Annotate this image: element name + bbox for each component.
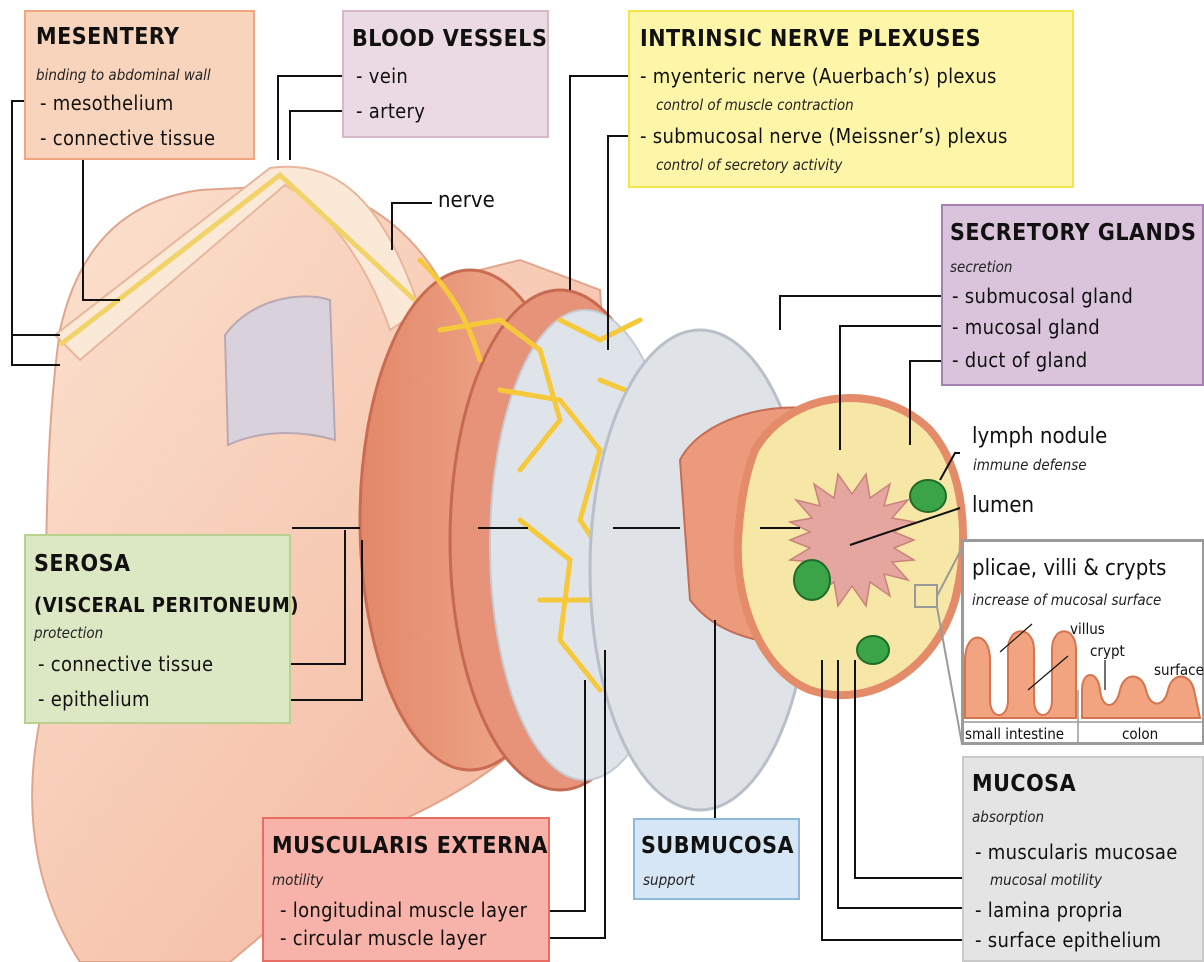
mucosa-item-lamina-propria: - lamina propria: [975, 898, 1123, 922]
submucosa-title: SUBMUCOSA: [641, 833, 794, 859]
muscularis-item-circular: - circular muscle layer: [280, 926, 487, 950]
secretory-glands-title: SECRETORY GLANDS: [950, 220, 1196, 246]
plicae-title: plicae, villi & crypts: [972, 556, 1166, 581]
serosa-title: SEROSA: [34, 551, 130, 577]
mucosa-item-muscularis-mucosae-note: mucosal motility: [990, 871, 1102, 889]
myenteric-plexus-label: - myenteric nerve (Auerbach’s) plexus: [640, 64, 997, 88]
mucosa-title: MUCOSA: [972, 771, 1076, 797]
villus-label: villus: [1070, 620, 1105, 638]
mucosa-item-surface-epithelium: - surface epithelium: [975, 928, 1161, 952]
muscularis-subtitle: motility: [272, 871, 323, 889]
mesentery-item-mesothelium: - mesothelium: [40, 91, 174, 115]
surface-label: surface: [1154, 661, 1204, 679]
submucosal-plexus-label: - submucosal nerve (Meissner’s) plexus: [640, 124, 1008, 148]
gland-item-duct: - duct of gland: [952, 348, 1088, 372]
serosa-subtitle: protection: [34, 624, 103, 642]
mucosa-item-muscularis-mucosae: - muscularis mucosae: [975, 840, 1178, 864]
serosa-title-2: (VISCERAL PERITONEUM): [34, 593, 299, 617]
lymph-nodule-label: lymph nodule: [972, 424, 1107, 449]
blood-vessels-item-artery: - artery: [356, 99, 425, 123]
nerve-label: nerve: [438, 188, 495, 213]
mesentery-subtitle: binding to abdominal wall: [36, 66, 211, 84]
lymph-nodule: [910, 480, 946, 512]
submucosal-plexus-note: control of secretory activity: [656, 156, 842, 174]
mesentery-item-connective-tissue: - connective tissue: [40, 126, 215, 150]
secretory-glands-subtitle: secretion: [950, 258, 1012, 276]
colon-label: colon: [1122, 725, 1158, 743]
plicae-subtitle: increase of mucosal surface: [972, 591, 1161, 609]
serosa-item-epithelium: - epithelium: [38, 687, 150, 711]
gland-item-submucosal: - submucosal gland: [952, 284, 1133, 308]
myenteric-plexus-note: control of muscle contraction: [656, 96, 854, 114]
nerve-plexuses-title: INTRINSIC NERVE PLEXUSES: [640, 26, 981, 52]
lymph-nodule-note: immune defense: [973, 456, 1087, 474]
submucosa-subtitle: support: [643, 871, 695, 889]
serosa-flap: [225, 296, 335, 445]
mucosa-subtitle: absorption: [972, 808, 1044, 826]
gland-item-mucosal: - mucosal gland: [952, 315, 1100, 339]
small-intestine-label: small intestine: [965, 725, 1064, 743]
mesentery-title: MESENTERY: [36, 24, 180, 50]
serosa-item-connective-tissue: - connective tissue: [38, 652, 213, 676]
blood-vessels-item-vein: - vein: [356, 64, 408, 88]
muscularis-title: MUSCULARIS EXTERNA: [272, 833, 548, 859]
muscularis-item-longitudinal: - longitudinal muscle layer: [280, 898, 527, 922]
blood-vessels-title: BLOOD VESSELS: [352, 26, 547, 52]
lumen-label: lumen: [972, 493, 1034, 518]
crypt-label: crypt: [1090, 642, 1125, 660]
